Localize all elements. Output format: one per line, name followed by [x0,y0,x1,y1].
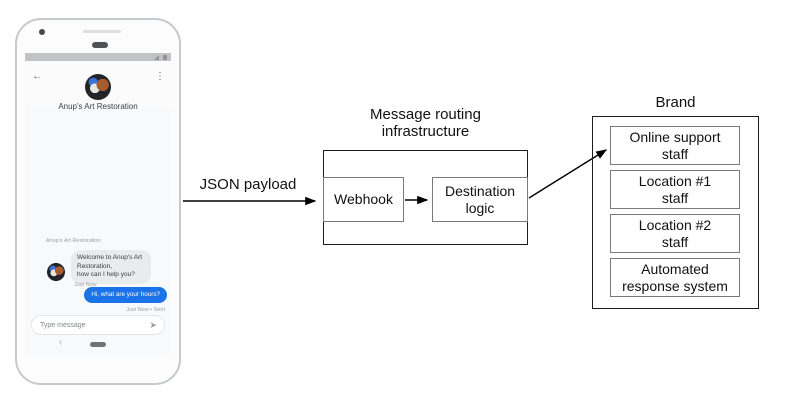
outgoing-timestamp: Just Now • Sent [126,307,165,313]
brand-target-location-1: Location #1 staff [610,170,740,209]
earpiece-icon [92,42,108,48]
incoming-message-bubble: Welcome to Anup's Art Restoration, how c… [71,250,151,284]
brand-target-location-2: Location #2 staff [610,214,740,253]
status-bar [25,53,171,61]
destination-logic-box: Destination logic [432,177,528,222]
sender-label: Anup's Art Restoration [46,238,101,244]
routing-title: Message routing infrastructure [370,106,481,140]
kebab-menu-icon[interactable]: ⋮ [155,71,165,82]
phone-mockup: ← ⋮ Anup's Art Restoration Anup's Art Re… [15,18,181,385]
nav-back-chevron-icon[interactable]: ‹ [59,337,63,348]
brand-container-box [592,116,759,309]
brand-target-automated-response: Automated response system [610,258,740,297]
message-input[interactable] [40,316,140,334]
signal-icon [154,55,159,60]
back-arrow-icon[interactable]: ← [32,71,42,82]
brand-title: Brand [655,94,696,111]
camera-icon [39,29,45,35]
phone-screen: ← ⋮ Anup's Art Restoration Anup's Art Re… [25,53,171,355]
brand-target-online-support: Online support staff [610,126,740,165]
outgoing-message-bubble: Hi, what are your hours? [84,287,167,303]
avatar [47,263,65,281]
message-composer: ➤ [31,315,165,335]
webhook-box: Webhook [323,177,404,222]
json-payload-label: JSON payload [199,176,297,193]
chat-title: Anup's Art Restoration [58,102,138,111]
send-icon[interactable]: ➤ [149,320,157,330]
speaker-icon [83,30,121,33]
home-button[interactable] [90,342,106,347]
avatar [85,74,111,100]
battery-icon [163,55,167,60]
chat-header: ← ⋮ Anup's Art Restoration [25,61,171,111]
incoming-timestamp: Just Now [74,282,97,288]
